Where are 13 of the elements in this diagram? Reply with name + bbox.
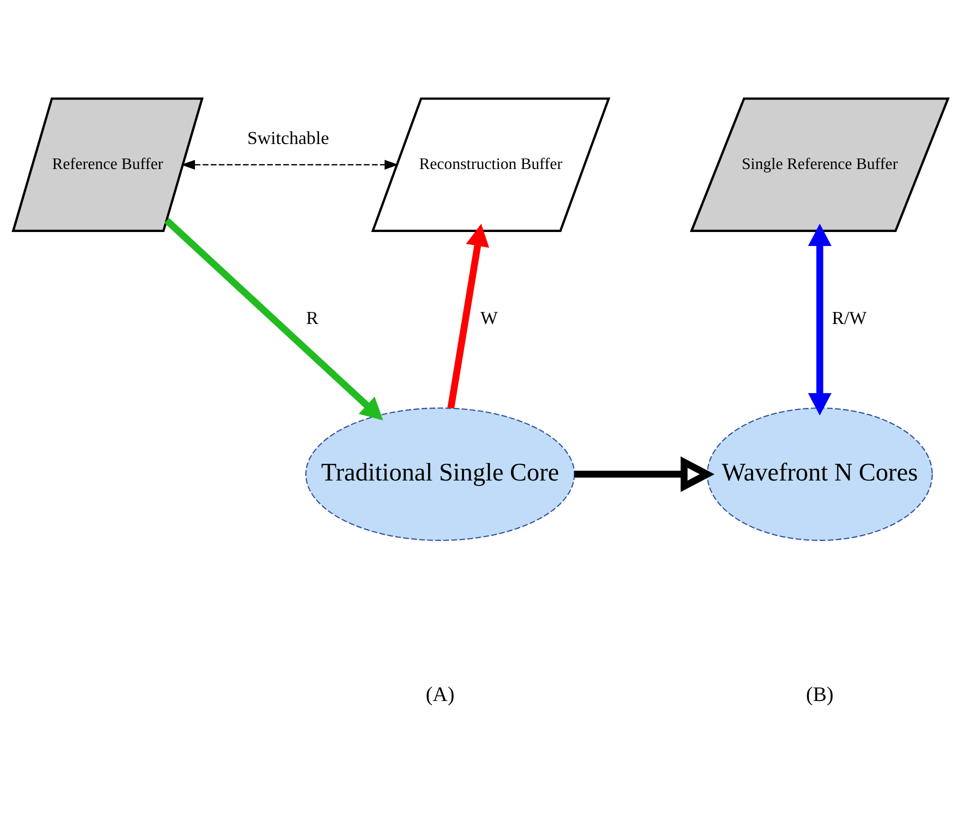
arrow [574, 456, 715, 492]
label: (B) [806, 684, 834, 706]
edge-label: R/W [832, 308, 867, 328]
edge-label: Switchable [247, 128, 330, 148]
node-ellipse: Wavefront N Cores [706, 408, 933, 541]
arrow [447, 224, 490, 409]
arrow [164, 218, 384, 420]
arrow [808, 224, 832, 416]
label: (A) [426, 684, 454, 706]
edge-label: W [480, 308, 498, 328]
edge-label: R [306, 308, 318, 328]
node-ellipse: Traditional Single Core [305, 408, 575, 541]
arrow [181, 160, 398, 170]
